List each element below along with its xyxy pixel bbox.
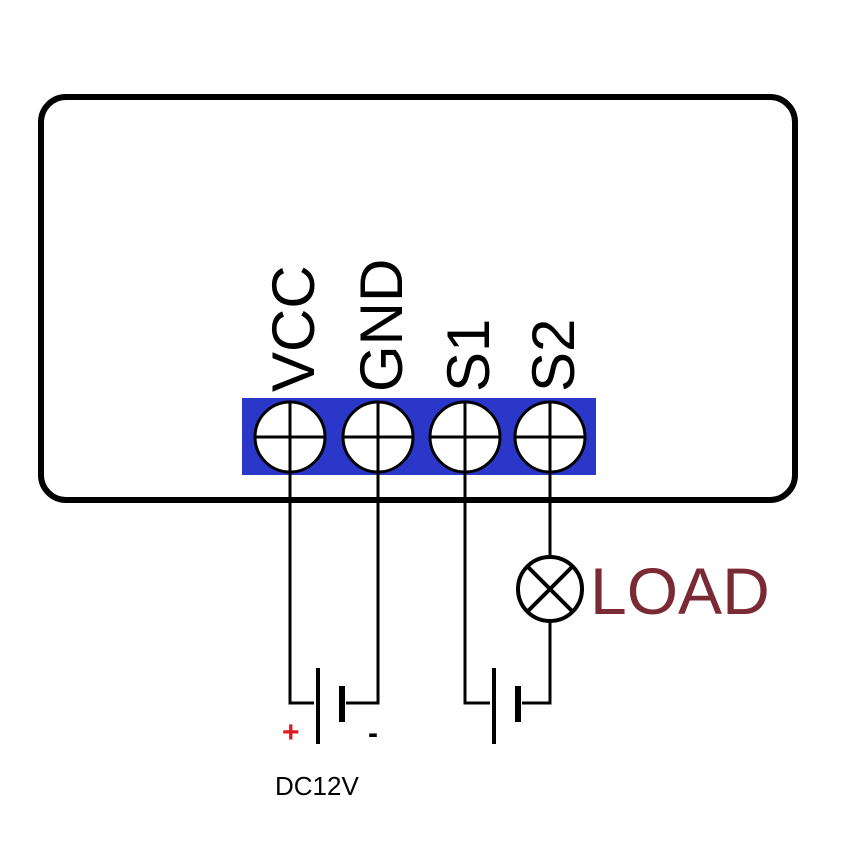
wire-gnd	[346, 472, 380, 705]
battery-dc12v-icon	[316, 668, 345, 744]
pin-label-vcc: VCC	[260, 265, 327, 392]
positive-terminal-sign: +	[282, 716, 300, 749]
pin-label-s1: S1	[435, 319, 502, 392]
pin-label-s2: S2	[520, 319, 587, 392]
terminal-screw-s1	[428, 400, 502, 474]
terminal-screw-s2	[513, 400, 587, 474]
terminal-screw-vcc	[253, 400, 327, 474]
pin-label-gnd: GND	[348, 259, 415, 392]
terminal-screw-gnd	[341, 400, 415, 474]
module-outline	[38, 94, 798, 503]
wire-vcc	[288, 472, 314, 705]
power-supply-label: DC12V	[275, 771, 359, 801]
negative-terminal-sign: -	[368, 717, 378, 750]
load-lamp-icon	[516, 555, 584, 623]
wire-s2-lower	[522, 620, 552, 705]
wire-s1	[463, 472, 490, 705]
switch-icon	[492, 668, 521, 744]
load-label: LOAD	[590, 554, 770, 628]
